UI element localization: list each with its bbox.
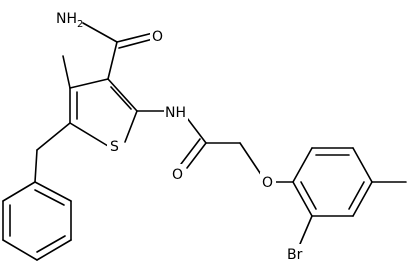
bond-c5-ch2 [36,122,71,151]
atom-label-linker-o: O [172,167,183,183]
nh2-n-h: NH [56,11,77,27]
bond-c4-methyl [62,55,71,89]
bond-c2-s [124,110,138,143]
bond-ar-1-2 [292,147,313,183]
bond-co-o [186,142,207,169]
bond-s-c5 [69,122,109,147]
bond-ar-br [299,215,313,245]
bond-co-o-second [180,138,201,165]
bond-amide-c-o [116,32,154,43]
atom-label-amide-nh2: NH2 [56,11,83,30]
bond-ph-4-5-inner [36,235,66,253]
bond-nh-co [186,117,207,144]
label-bg-nh2 [56,6,82,28]
bond-amide-c-n [82,22,118,43]
bond-c3-amide [107,41,118,80]
bond-c3-c2-inner [110,86,132,110]
label-bg-amide-o [150,26,164,46]
label-bg-linker-nh [164,102,188,122]
atom-label-ether-o: O [262,175,273,191]
label-bg-ring-s [107,136,123,156]
atom-label-amide-o: O [152,29,163,45]
bond-ph-6-1 [34,181,72,202]
atom-label-layer: NH2 O S NH O O Br [56,6,310,264]
bond-ph-1-2 [2,181,36,202]
label-bg-linker-o [171,164,185,184]
bond-ar-4-5-inner [348,181,365,210]
atom-label-ring-s: S [110,139,119,155]
atom-label-bromine: Br [287,247,303,263]
bond-ar-6-1-inner [300,181,317,210]
bond-ph-4-5 [36,239,72,261]
bond-ar-4-5 [352,181,373,217]
atom-label-linker-nh: NH [165,105,186,121]
nh2-subscript: 2 [77,19,83,30]
bond-ph-3-4 [2,239,38,261]
bond-ar-6-1 [292,181,313,217]
bond-ar-3-4 [352,147,373,183]
bond-ch2-ether-o [239,142,263,177]
bond-ch2-phenyl [34,149,38,183]
bond-amide-c-o-second [118,38,154,49]
bond-ph-6-1-inner [34,189,65,206]
label-bg-bromine [286,244,310,264]
bond-layer [2,22,407,261]
label-bg-ether-o [260,172,276,192]
bond-c4-c3 [69,78,109,89]
bond-c3-c2 [107,78,138,112]
